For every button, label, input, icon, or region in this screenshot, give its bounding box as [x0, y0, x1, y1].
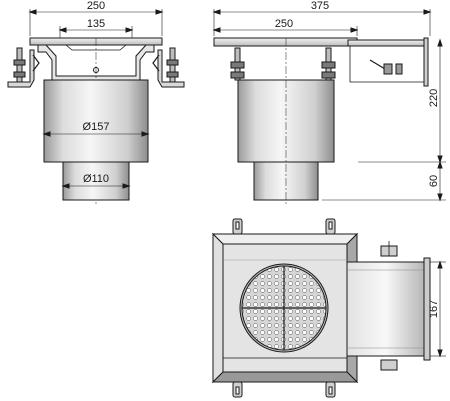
front-inner-label: 135: [87, 18, 105, 30]
front-left-lug: [7, 49, 35, 88]
side-outlet-flange: [423, 37, 429, 87]
side-body-height-label: 220: [428, 89, 440, 107]
front-inner-dimension: [58, 26, 134, 44]
front-body: [43, 79, 149, 163]
front-outlet: [62, 161, 130, 201]
side-outlet-height-label: 60: [428, 175, 440, 187]
top-outlet-channel: [346, 261, 426, 357]
front-right-lug: [157, 49, 185, 88]
front-width-label: 250: [87, 0, 105, 12]
top-outlet-width-label: 167: [428, 300, 440, 318]
side-outlet-arm: [347, 39, 429, 47]
front-body-diameter-label: Ø157: [83, 121, 110, 133]
front-view: 250 135 Ø157: [7, 0, 185, 205]
top-grate: [239, 263, 329, 353]
side-body: [237, 79, 335, 163]
side-frame-width-label: 250: [275, 18, 293, 30]
side-view: 375 250 220 60: [212, 0, 446, 205]
top-view: 167: [211, 218, 446, 398]
side-top-frame: [213, 37, 358, 47]
side-total-width-label: 375: [311, 0, 329, 12]
front-outlet-diameter-label: Ø110: [83, 173, 109, 185]
top-outlet-flange: [423, 257, 431, 361]
front-width-dimension: [28, 9, 164, 36]
front-bracket: [37, 44, 155, 81]
